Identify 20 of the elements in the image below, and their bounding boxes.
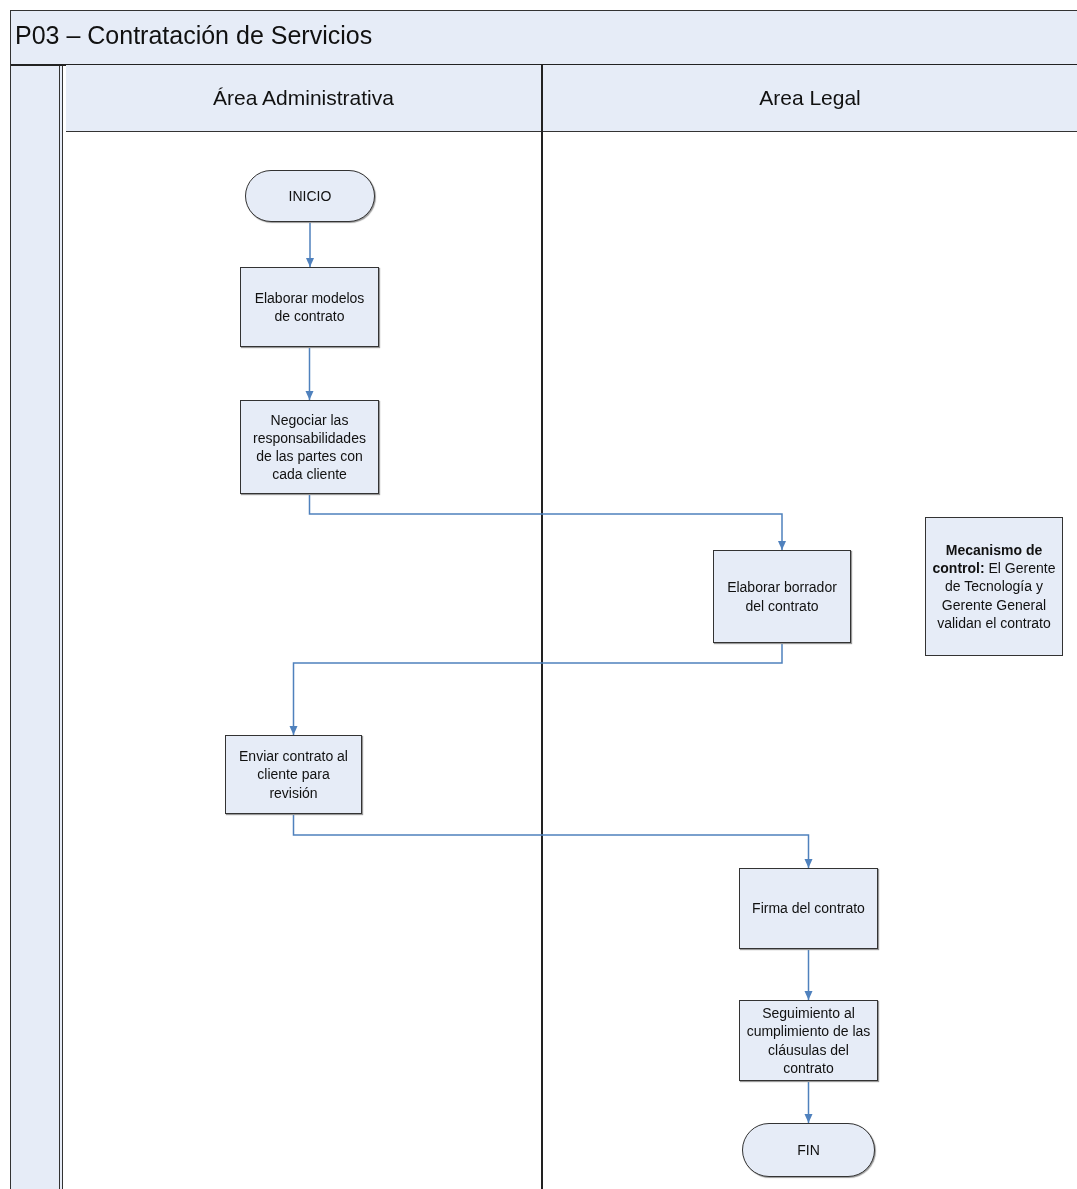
note-box: Mecanismo de control: El Gerente de Tecnología y Gerente General validan el contrato	[925, 517, 1063, 656]
arrow	[305, 346, 314, 401]
process-box: Elaborar borrador del contrato	[713, 550, 851, 643]
terminator: FIN	[742, 1123, 875, 1177]
process-box: Enviar contrato al cliente para revisión	[225, 735, 362, 814]
swimlane	[66, 65, 543, 1189]
arrow	[308, 493, 786, 551]
lane-header: Area Legal	[543, 65, 1077, 132]
arrow	[804, 948, 813, 1001]
terminator: INICIO	[245, 170, 375, 222]
arrow	[804, 1080, 813, 1124]
lane-header: Área Administrativa	[66, 65, 541, 132]
arrow	[292, 813, 813, 869]
process-box: Negociar las responsabilidades de las partes con cada cliente	[240, 400, 379, 494]
diagram-title: P03 – Contratación de Servicios	[15, 21, 373, 50]
process-box: Seguimiento al cumplimiento de las cláusulas del contrato	[739, 1000, 878, 1081]
arrow	[306, 221, 314, 268]
arrow	[289, 642, 783, 736]
process-box: Firma del contrato	[739, 868, 878, 949]
process-box: Elaborar modelos de contrato	[240, 267, 379, 347]
